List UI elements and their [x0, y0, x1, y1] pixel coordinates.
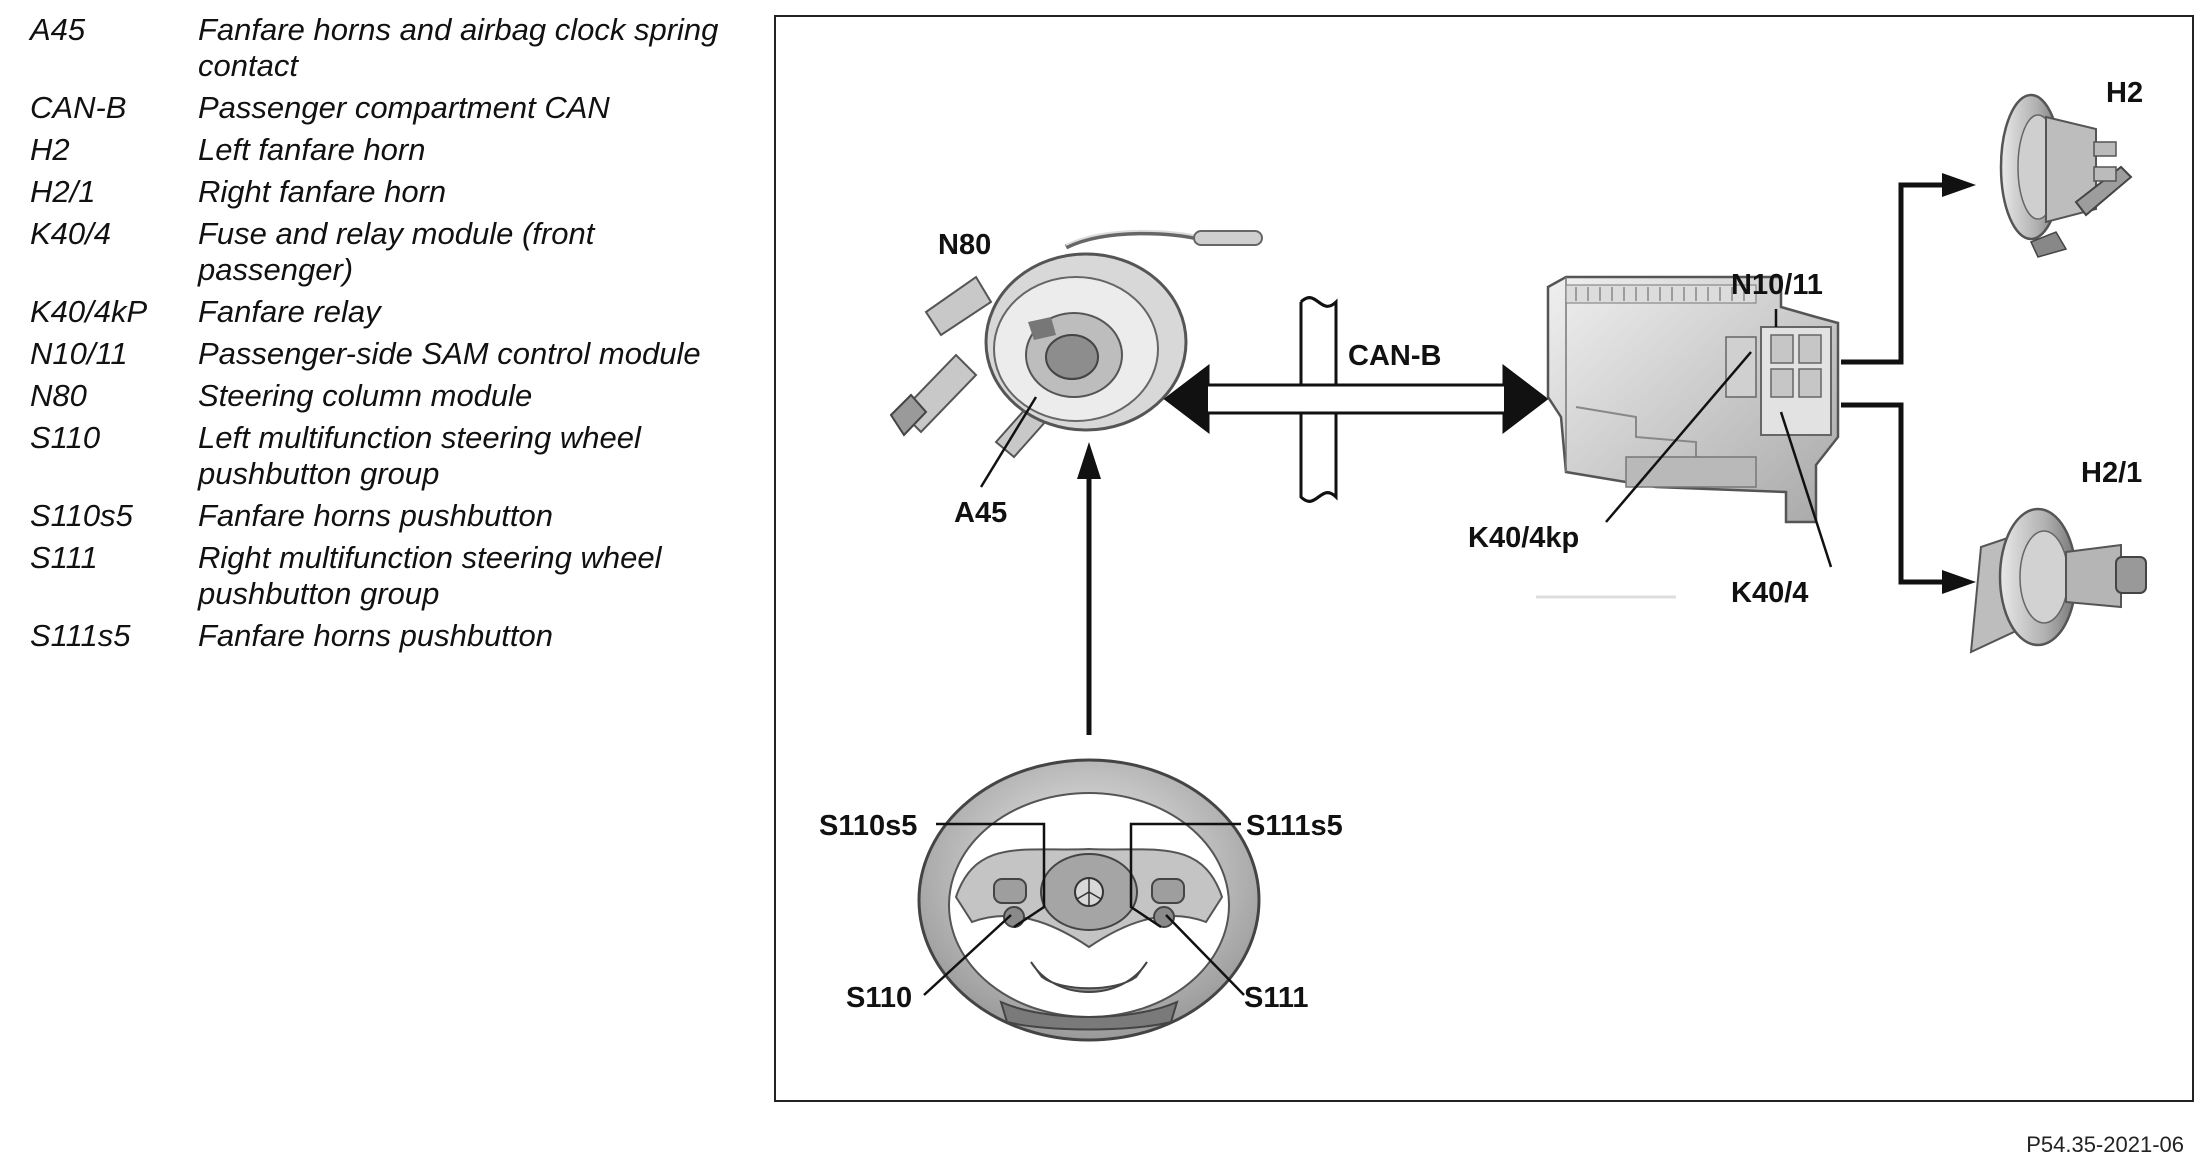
left-fanfare-horn — [1999, 93, 2133, 258]
legend-code: CAN-B — [30, 90, 127, 125]
label-s111: S111 — [1244, 982, 1309, 1014]
legend-description: Left multifunction steering wheel pushbu… — [198, 420, 641, 491]
horn-circuit-diagram: N80 A45 CAN-B — [819, 77, 2147, 1042]
label-s110s5: S110s5 — [819, 810, 917, 842]
legend-description: Fanfare relay — [198, 294, 381, 329]
legend-description: Fuse and relay module (front passenger) — [198, 216, 595, 287]
legend-description: Passenger compartment CAN — [198, 90, 610, 125]
steering-wheel — [917, 758, 1261, 1042]
label-can-b: CAN-B — [1348, 340, 1441, 372]
legend-description: Right multifunction steering wheel pushb… — [198, 540, 662, 611]
legend-code: K40/4kP — [30, 294, 148, 329]
legend-item: CAN-B Passenger compartment CAN — [30, 90, 730, 126]
arrow-up-to-n80 — [1077, 442, 1101, 735]
legend-item: H2 Left fanfare horn — [30, 132, 730, 168]
label-h2-1: H2/1 — [2081, 457, 2142, 489]
arrow-to-h2 — [1841, 173, 1976, 365]
label-n10-11: N10/11 — [1731, 269, 1823, 301]
legend-description: Passenger-side SAM control module — [198, 336, 701, 371]
leader-line-s110 — [923, 914, 1012, 996]
label-k40-4kp: K40/4kp — [1468, 522, 1579, 554]
label-a45: A45 — [954, 497, 1007, 529]
steering-column-module — [889, 229, 1263, 459]
legend-code: N80 — [30, 378, 87, 413]
leader-line-a45 — [979, 396, 1038, 488]
legend-code: K40/4 — [30, 216, 112, 251]
legend-description: Fanfare horns pushbutton — [198, 498, 554, 533]
sam-control-module — [1536, 275, 1840, 599]
legend-code: H2/1 — [30, 174, 96, 209]
legend-code: S110s5 — [30, 498, 133, 533]
right-pushbutton — [1151, 878, 1185, 904]
legend-item: K40/4kP Fanfare relay — [30, 294, 730, 330]
legend-description: Steering column module — [198, 378, 533, 413]
legend-description: Left fanfare horn — [198, 132, 426, 167]
legend-code: N10/11 — [30, 336, 128, 371]
legend-item: S110 Left multifunction steering wheel p… — [30, 420, 730, 492]
right-fanfare-horn — [1969, 507, 2147, 654]
legend-code: S111s5 — [30, 618, 131, 653]
legend-code: S111 — [30, 540, 98, 575]
diagram-frame: N80 A45 CAN-B — [774, 15, 2194, 1102]
label-k40-4: K40/4 — [1731, 577, 1808, 609]
legend-list: A45 Fanfare horns and airbag clock sprin… — [30, 12, 730, 660]
legend-description: Fanfare horns and airbag clock spring co… — [198, 12, 719, 83]
figure-reference: P54.35-2021-06 — [2026, 1132, 2184, 1157]
leader-line-k404 — [1779, 411, 1833, 568]
arrow-to-h2-1 — [1841, 402, 1976, 594]
legend-item: S110s5 Fanfare horns pushbutton — [30, 498, 730, 534]
legend-item: S111s5 Fanfare horns pushbutton — [30, 618, 730, 654]
label-s110: S110 — [846, 982, 912, 1014]
label-n80: N80 — [938, 229, 991, 261]
leader-line-s110s5 — [936, 822, 1046, 929]
legend-item: N80 Steering column module — [30, 378, 730, 414]
legend-description: Fanfare horns pushbutton — [198, 618, 554, 653]
legend-item: S111 Right multifunction steering wheel … — [30, 540, 730, 612]
can-b-bus — [1163, 296, 1549, 503]
legend-code: H2 — [30, 132, 70, 167]
legend-code: S110 — [30, 420, 101, 455]
leader-line-s111s5 — [1129, 822, 1241, 929]
leader-line-k404kp — [1605, 351, 1752, 523]
legend-code: A45 — [30, 12, 86, 47]
label-s111s5: S111s5 — [1246, 810, 1343, 842]
leader-line-s111 — [1165, 914, 1245, 996]
legend-item: K40/4 Fuse and relay module (front passe… — [30, 216, 730, 288]
legend-item: A45 Fanfare horns and airbag clock sprin… — [30, 12, 730, 84]
legend-item: N10/11 Passenger-side SAM control module — [30, 336, 730, 372]
legend-item: H2/1 Right fanfare horn — [30, 174, 730, 210]
label-h2: H2 — [2106, 77, 2143, 109]
legend-description: Right fanfare horn — [198, 174, 447, 209]
left-pushbutton — [993, 878, 1027, 904]
